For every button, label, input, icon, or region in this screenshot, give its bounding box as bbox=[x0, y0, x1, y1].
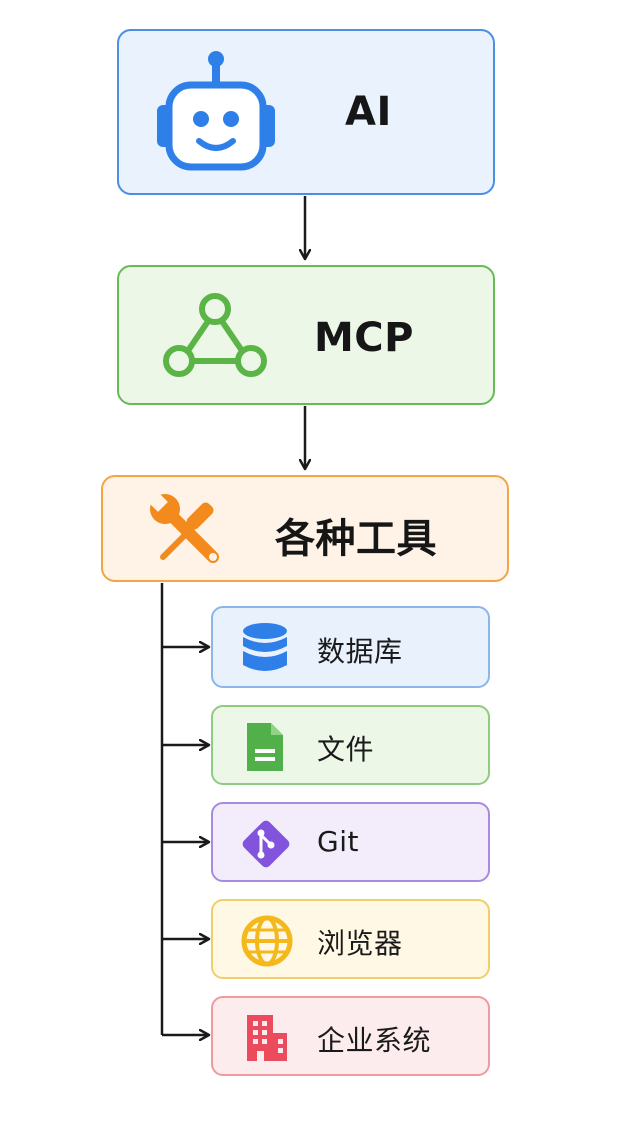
tool-item-file-label: 文件 bbox=[317, 733, 375, 766]
tool-item-file: 文件 bbox=[211, 705, 490, 785]
tool-item-browser: 浏览器 bbox=[211, 899, 490, 979]
node-mcp-label: MCP bbox=[314, 315, 414, 361]
database-icon bbox=[241, 622, 289, 674]
network-triangle-icon bbox=[163, 291, 267, 381]
file-icon bbox=[243, 721, 287, 773]
tool-item-browser-label: 浏览器 bbox=[317, 927, 403, 960]
building-icon bbox=[243, 1011, 291, 1065]
tool-item-database-label: 数据库 bbox=[317, 635, 403, 668]
robot-icon bbox=[155, 45, 277, 171]
node-tools-label: 各种工具 bbox=[275, 516, 437, 562]
tool-item-git-label: Git bbox=[317, 825, 359, 858]
tool-item-git: Git bbox=[211, 802, 490, 882]
node-ai: AI bbox=[117, 29, 495, 195]
wrench-screwdriver-icon bbox=[147, 491, 227, 569]
tool-item-database: 数据库 bbox=[211, 606, 490, 688]
node-mcp: MCP bbox=[117, 265, 495, 405]
tool-item-enterprise-label: 企业系统 bbox=[317, 1024, 432, 1057]
git-icon bbox=[239, 817, 293, 871]
globe-icon bbox=[240, 914, 294, 968]
node-ai-label: AI bbox=[345, 89, 392, 135]
tool-item-enterprise: 企业系统 bbox=[211, 996, 490, 1076]
node-tools: 各种工具 bbox=[101, 475, 509, 582]
